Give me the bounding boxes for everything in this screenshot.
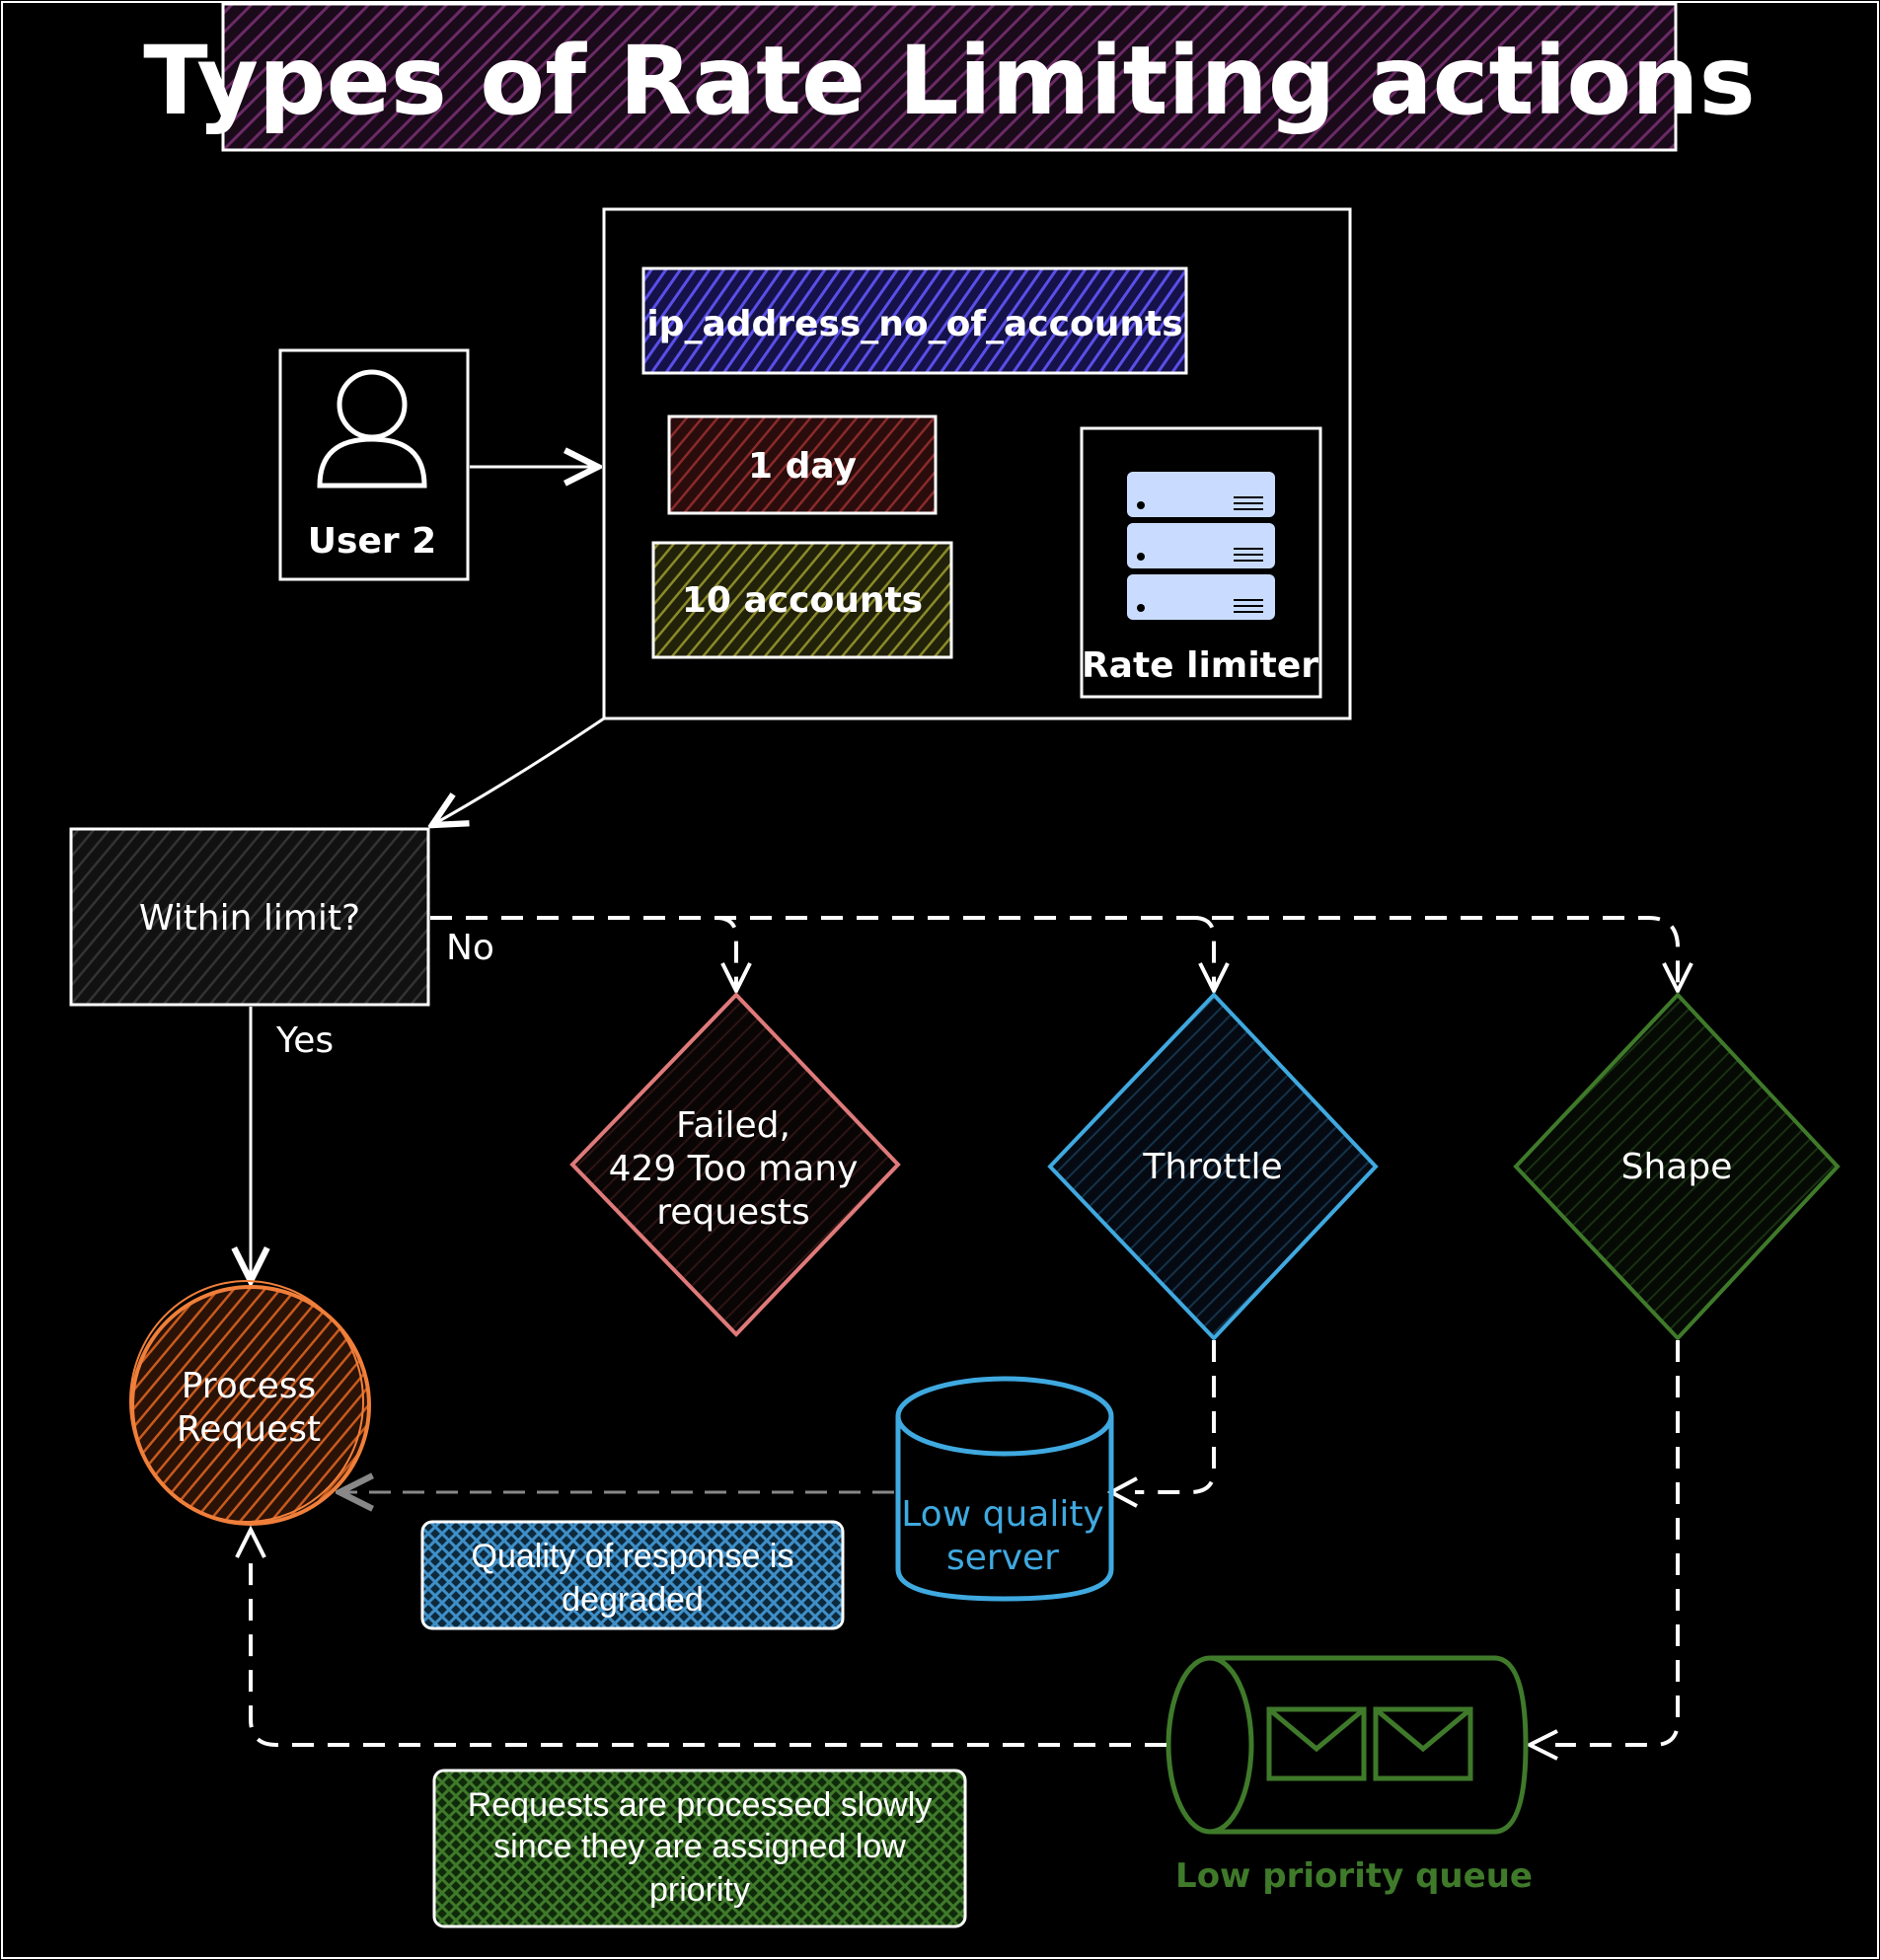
user-icon: [317, 369, 427, 489]
user-label: User 2: [308, 521, 436, 562]
rule-key-text: ip_address_no_of_accounts: [646, 304, 1182, 344]
failed-line2: 429 Too many: [609, 1149, 859, 1189]
rate-limiter-node: Rate limiter: [1080, 426, 1322, 699]
throttle-node: Throttle: [1047, 992, 1379, 1341]
process-line1: Process: [182, 1366, 317, 1406]
degraded-line2: degraded: [562, 1581, 704, 1619]
rule-window-text: 1 day: [748, 446, 857, 487]
server-line2: server: [946, 1538, 1059, 1578]
arrow-shape-to-queue: [1555, 1340, 1680, 1747]
shape-node: Shape: [1513, 992, 1841, 1341]
slow-note: Requests are processed slowly since they…: [432, 1769, 967, 1928]
slow-line2: since they are assigned low: [493, 1828, 906, 1865]
slow-line1: Requests are processed slowly: [468, 1786, 933, 1824]
rule-limit-box: 10 accounts: [651, 541, 953, 659]
page-title: Types of Rate Limiting actions: [143, 26, 1756, 136]
throttle-label: Throttle: [1142, 1147, 1282, 1187]
rate-limiter-label: Rate limiter: [1082, 645, 1318, 686]
rule-window-box: 1 day: [667, 415, 938, 515]
failed-line3: requests: [656, 1192, 810, 1233]
arrow-queue-to-process: [249, 1555, 1166, 1747]
server-line1: Low quality: [901, 1494, 1104, 1535]
rule-key-box: ip_address_no_of_accounts: [641, 266, 1188, 375]
arrow-throttle-to-server: [1135, 1340, 1216, 1494]
process-line2: Request: [177, 1409, 321, 1450]
yes-label: Yes: [275, 1020, 334, 1061]
server-icon: [1127, 472, 1275, 620]
failed-node: Failed, 429 Too many requests: [569, 992, 901, 1337]
no-branch: [430, 916, 1680, 987]
title-banner: Types of Rate Limiting actions: [143, 2, 1756, 152]
envelope-icon: [1266, 1706, 1367, 1781]
no-branch-arrowheads: [720, 962, 1693, 996]
queue-label: Low priority queue: [1175, 1856, 1533, 1896]
rule-limit-text: 10 accounts: [682, 580, 923, 621]
failed-line1: Failed,: [676, 1105, 790, 1146]
low-quality-server-node: Low quality server: [895, 1376, 1114, 1602]
envelope-icon: [1373, 1706, 1473, 1781]
degraded-note: Quality of response is degraded: [420, 1520, 845, 1630]
process-request-node: Process Request: [129, 1280, 371, 1526]
decision-node: Within limit?: [69, 827, 430, 1007]
rule-container: ip_address_no_of_accounts 1 day 10 accou…: [602, 207, 1352, 720]
user-node: User 2: [278, 348, 470, 581]
low-priority-queue-node: Low priority queue: [1166, 1655, 1533, 1896]
degraded-line1: Quality of response is: [472, 1538, 794, 1575]
slow-line3: priority: [649, 1871, 750, 1909]
no-label: No: [446, 928, 494, 968]
shape-label: Shape: [1621, 1147, 1733, 1187]
arrow-rule-to-decision: [432, 716, 605, 825]
decision-question: Within limit?: [139, 898, 360, 939]
